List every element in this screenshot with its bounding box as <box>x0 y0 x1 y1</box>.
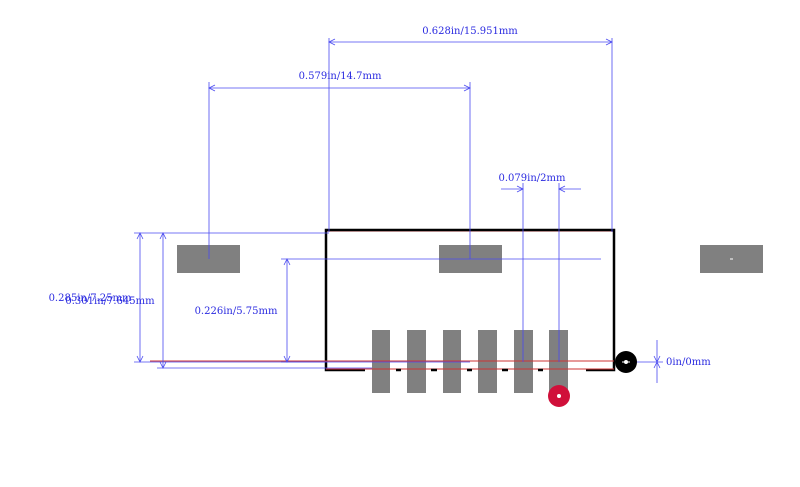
dim-overall-height: 0.301in/7.645mm <box>65 296 155 307</box>
pin1-indicator <box>548 385 570 407</box>
dimension-labels: 0.628in/15.951mm 0.579in/14.7mm 0.079in/… <box>49 26 712 368</box>
dim-body-height: 0.285in/7.25mm <box>49 293 132 304</box>
dim-mount-pad-span: 0.579in/14.7mm <box>299 71 382 82</box>
pin1-indicator-dot <box>557 394 561 398</box>
origin-marker <box>615 351 637 373</box>
dim-overall-width: 0.628in/15.951mm <box>422 26 518 37</box>
dim-mount-pad-height: 0.226in/5.75mm <box>195 306 278 317</box>
dimension-lines <box>134 38 663 383</box>
mount-pad-left <box>177 245 240 273</box>
dim-pin-pitch: 0.079in/2mm <box>499 173 566 184</box>
dim-origin-offset: 0in/0mm <box>666 357 711 368</box>
